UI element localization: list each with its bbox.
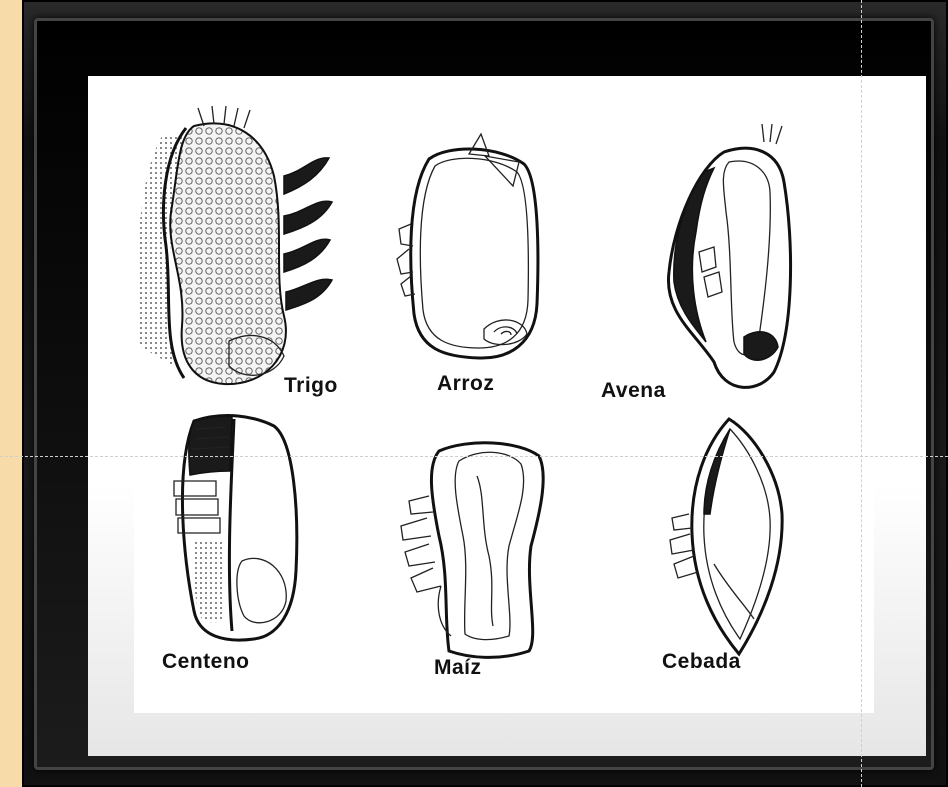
grain-label-arroz: Arroz xyxy=(437,372,494,396)
grain-label-centeno: Centeno xyxy=(162,650,250,674)
frame-bevel: Trigo Arroz Avena Centeno Maíz Cebada xyxy=(34,18,934,770)
grain-label-maiz: Maíz xyxy=(434,656,482,680)
avena-grain-drawing xyxy=(644,132,814,402)
picture-frame: Trigo Arroz Avena Centeno Maíz Cebada xyxy=(22,0,948,787)
cebada-grain-drawing xyxy=(644,414,814,664)
grain-label-cebada: Cebada xyxy=(662,650,741,674)
vertical-guide-line xyxy=(861,0,862,787)
grain-label-avena: Avena xyxy=(601,379,666,403)
grain-cross-section-figure: Trigo Arroz Avena Centeno Maíz Cebada xyxy=(134,76,874,713)
left-side-strip xyxy=(0,0,22,787)
maiz-grain-drawing xyxy=(389,436,559,666)
grain-label-trigo: Trigo xyxy=(284,374,338,398)
centeno-grain-drawing xyxy=(154,411,324,651)
picture-mat: Trigo Arroz Avena Centeno Maíz Cebada xyxy=(88,76,926,756)
horizontal-guide-line xyxy=(0,456,948,457)
arroz-grain-drawing xyxy=(389,134,559,374)
trigo-grain-drawing xyxy=(134,116,344,396)
